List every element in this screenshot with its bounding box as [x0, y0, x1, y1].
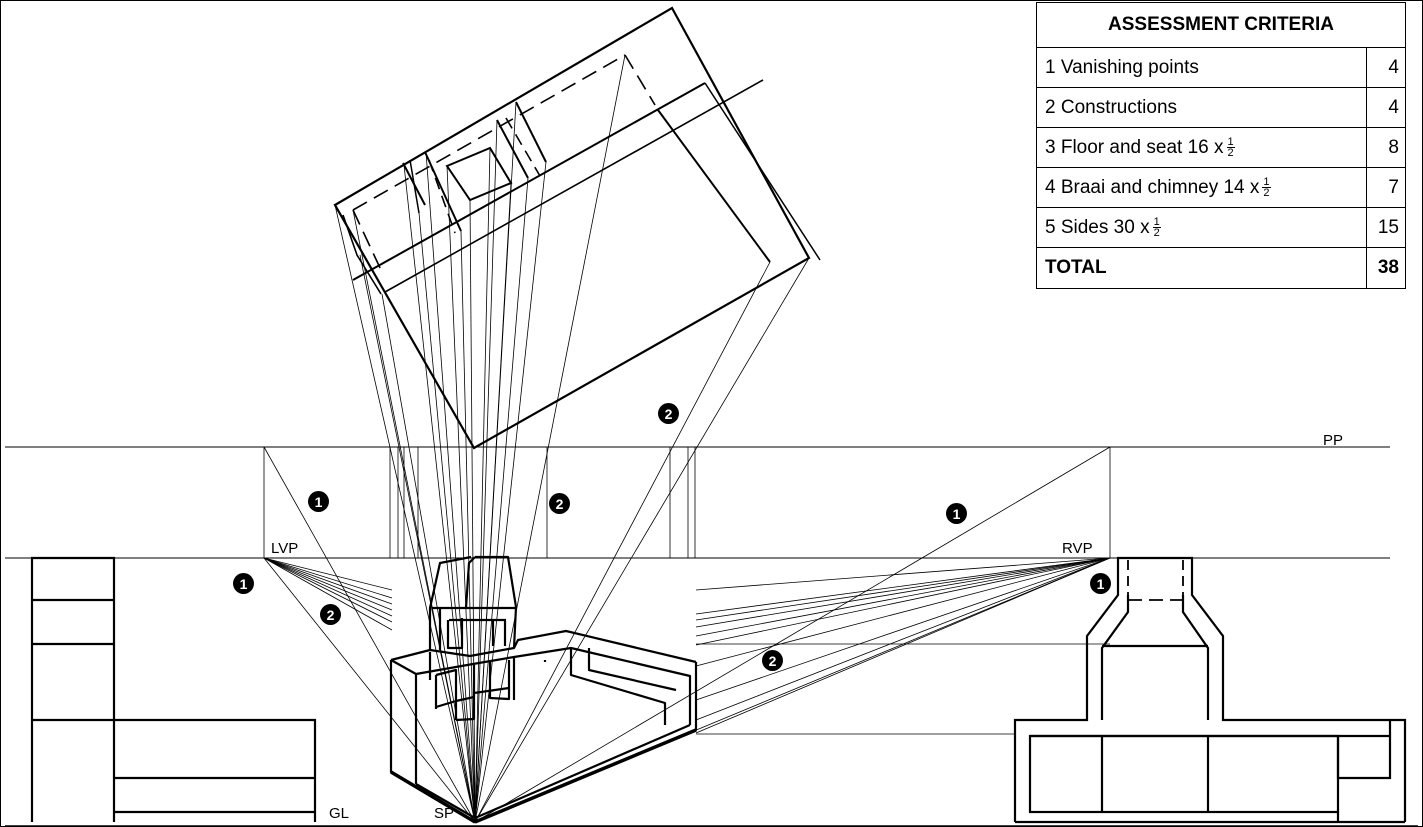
criteria-row: 2 Constructions 4 [1036, 87, 1406, 128]
ground-line-label: GL [329, 805, 350, 822]
total-label: TOTAL [1036, 247, 1367, 289]
total-points: 38 [1366, 247, 1406, 289]
criteria-points: 4 [1366, 87, 1406, 128]
criteria-points: 15 [1366, 207, 1406, 248]
perspective-view [389, 555, 698, 824]
criteria-row: 1 Vanishing points 4 [1036, 47, 1406, 88]
marker-two: 2 [762, 650, 783, 671]
criteria-description: 2 Constructions [1036, 87, 1367, 128]
lvp-rays [263, 557, 393, 631]
right-vanishing-point-label: RVP [1062, 540, 1093, 557]
marker-one: 1 [1090, 573, 1111, 594]
front-view [1013, 556, 1407, 824]
plan-outline [333, 6, 811, 450]
projection-rays [334, 54, 810, 823]
plan-hidden-line [352, 54, 626, 211]
marker-one: 1 [233, 573, 254, 594]
criteria-description: 1 Vanishing points [1036, 47, 1367, 88]
marker-one: 1 [308, 491, 329, 512]
chimney-plan [445, 146, 513, 202]
reference-lines [5, 446, 1418, 827]
plan-view [333, 6, 821, 450]
marker-two: 2 [549, 493, 570, 514]
marker-two: 2 [658, 403, 679, 424]
left-vanishing-point-label: LVP [271, 540, 299, 557]
criteria-title: ASSESSMENT CRITERIA [1036, 2, 1406, 48]
criteria-text: 3 Floor and seat 16 x [1045, 136, 1224, 158]
criteria-total-row: TOTAL 38 [1036, 247, 1406, 289]
side-view [30, 556, 317, 822]
pp-drop-lines [389, 447, 696, 558]
criteria-points: 7 [1366, 167, 1406, 208]
marker-one: 1 [946, 503, 967, 524]
criteria-points: 8 [1366, 127, 1406, 168]
criteria-text: 2 Constructions [1045, 96, 1178, 118]
rvp-rays [695, 557, 1111, 735]
criteria-text: 5 Sides 30 x [1045, 216, 1150, 238]
criteria-text: 4 Braai and chimney 14 x [1045, 176, 1260, 198]
marker-two: 2 [320, 604, 341, 625]
station-point-label: SP [434, 805, 455, 822]
criteria-points: 4 [1366, 47, 1406, 88]
plan-inner-edge [352, 82, 706, 281]
picture-plane-label: PP [1323, 432, 1344, 449]
criteria-text: 1 Vanishing points [1045, 56, 1199, 78]
